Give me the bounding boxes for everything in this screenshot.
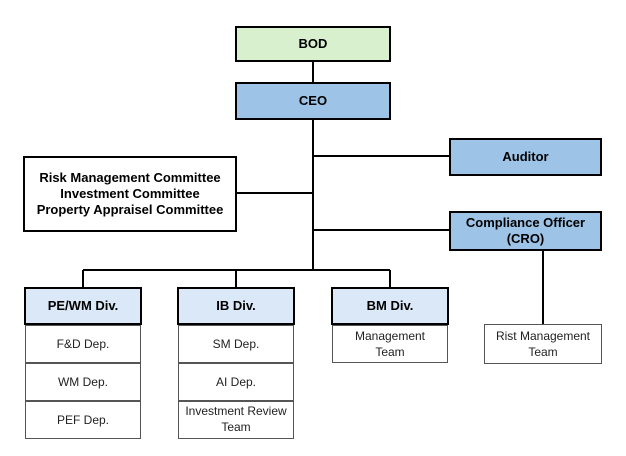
investment-review-team-box: Investment Review Team [178,401,294,439]
pewm-division-label: PE/WM Div. [47,297,119,313]
compliance-officer-box: Compliance Officer (CRO) [449,211,602,251]
sm-dep-label: SM Dep. [212,336,260,351]
compliance-line-2: (CRO) [506,231,545,246]
committee-risk: Risk Management Committee [39,169,221,185]
pewm-division-box: PE/WM Div. [24,287,142,325]
committee-appraisal: Property Appraisel Committee [36,202,224,218]
wm-dep-box: WM Dep. [25,363,141,401]
sm-dep-box: SM Dep. [178,325,294,363]
investment-review-line-1: Investment Review [185,404,287,419]
committee-investment: Investment Committee [60,185,200,201]
pef-dep-label: PEF Dep. [56,412,110,427]
ai-dep-label: AI Dep. [215,374,257,389]
risk-team-line-1: Rist Management [495,328,591,343]
compliance-line-1: Compliance Officer [465,215,586,231]
bm-division-label: BM Div. [366,297,414,313]
management-team-line-2: Team [375,345,405,359]
bod-box: BOD [235,26,391,62]
bod-label: BOD [298,35,328,51]
wm-dep-label: WM Dep. [57,374,108,389]
risk-team-line-2: Team [528,345,558,359]
investment-review-line-2: Team [221,420,251,434]
management-team-box: Management Team [332,325,448,363]
ib-division-label: IB Div. [216,297,256,313]
risk-management-team-box: Rist Management Team [484,324,602,364]
committees-box: Risk Management Committee Investment Com… [23,156,237,232]
ai-dep-box: AI Dep. [178,363,294,401]
pef-dep-box: PEF Dep. [25,401,141,439]
auditor-box: Auditor [449,138,602,176]
management-team-line-1: Management [354,328,426,343]
ib-division-box: IB Div. [177,287,295,325]
auditor-label: Auditor [502,148,549,164]
ceo-box: CEO [235,82,391,120]
bm-division-box: BM Div. [331,287,449,325]
fd-dep-box: F&D Dep. [25,325,141,363]
fd-dep-label: F&D Dep. [56,336,110,351]
ceo-label: CEO [298,92,328,108]
